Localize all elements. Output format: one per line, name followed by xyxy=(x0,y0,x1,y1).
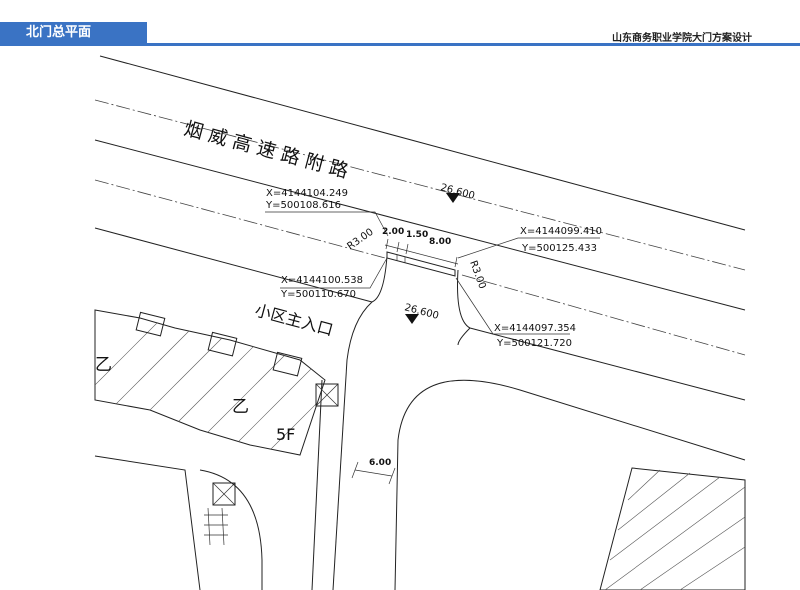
road-edge-1 xyxy=(99,55,746,231)
header-rule xyxy=(0,43,800,46)
dim-tick-3 xyxy=(405,243,409,255)
dim-c-label: 8.00 xyxy=(429,237,451,247)
dim-tick-2 xyxy=(396,241,400,253)
entry-road-right-upper xyxy=(457,327,471,346)
coord-1-x: X=4144104.249 xyxy=(266,188,348,199)
coord-1-y: Y=500108.616 xyxy=(265,200,341,211)
lower-right-building xyxy=(599,467,746,590)
core-box-1 xyxy=(315,383,339,407)
lower-right-hatch xyxy=(604,469,746,590)
building-outline xyxy=(94,309,326,456)
dim-a-label: 2.00 xyxy=(382,227,404,237)
balcony-1 xyxy=(135,311,166,337)
document-title: 山东商务职业学院大门方案设计 xyxy=(612,33,752,44)
building-label-2: 乙 xyxy=(232,397,249,417)
gate-dimension-line xyxy=(384,244,459,265)
site-plan-drawing: 烟威高速路附路 小区主入口 26.600 26.600 X=4144104.24… xyxy=(94,55,746,590)
curb-return-right xyxy=(457,269,471,329)
road-width-tick-2 xyxy=(388,467,396,485)
coord-4-y: Y=500121.720 xyxy=(496,338,572,349)
road-width-dim-line xyxy=(354,469,393,477)
leader-coord-2 xyxy=(280,257,388,289)
core-box-2 xyxy=(212,482,236,506)
coord-2-y: Y=500110.670 xyxy=(280,289,356,300)
entry-road-left-upper xyxy=(346,301,373,361)
road-centerline-2a xyxy=(94,179,386,259)
page-title-tab: 北门总平面 xyxy=(0,22,147,44)
road-edge-3b xyxy=(469,327,746,401)
dim-tick-1 xyxy=(385,238,389,250)
sidewalk-edge xyxy=(311,379,323,590)
elevation-label-1: 26.600 xyxy=(439,182,476,202)
entrance-label: 小区主入口 xyxy=(253,301,335,340)
fence-ladder xyxy=(204,507,228,546)
elevation-marker-1 xyxy=(446,193,460,203)
road-edge-2 xyxy=(94,139,746,311)
lower-curb xyxy=(199,469,263,590)
coord-3-x: X=4144099.410 xyxy=(520,226,602,237)
gate-bar xyxy=(386,251,456,277)
balcony-3 xyxy=(272,351,303,377)
road-centerline-1 xyxy=(94,99,746,271)
coord-2-x: X=4144100.538 xyxy=(281,275,363,286)
leader-coord-1 xyxy=(265,211,389,237)
coord-4-x: X=4144097.354 xyxy=(494,323,576,334)
road-width-tick-1 xyxy=(351,461,359,479)
dim-tick-4 xyxy=(454,256,458,268)
radius-right-label: R3.00 xyxy=(467,259,487,290)
dim-b-label: 1.50 xyxy=(406,230,428,240)
road-edge-3a xyxy=(94,227,373,303)
road-width-label: 6.00 xyxy=(369,458,391,468)
building-floor-label: 5F xyxy=(276,425,295,444)
balcony-2 xyxy=(207,331,238,357)
leader-coord-4 xyxy=(455,277,570,335)
road-edge-left xyxy=(332,359,348,590)
leader-coord-3 xyxy=(457,237,600,259)
road-centerline-2b xyxy=(461,274,746,356)
road-name-label: 烟威高速路附路 xyxy=(182,118,357,185)
curb-return-left xyxy=(371,255,388,303)
elevation-marker-2 xyxy=(405,314,419,324)
coord-3-y: Y=500125.433 xyxy=(521,243,597,254)
building-label-1: 乙 xyxy=(95,355,112,375)
radius-left-label: R3.00 xyxy=(345,227,375,253)
lower-building-edge xyxy=(94,455,201,590)
road-edge-right-curve xyxy=(394,379,746,590)
